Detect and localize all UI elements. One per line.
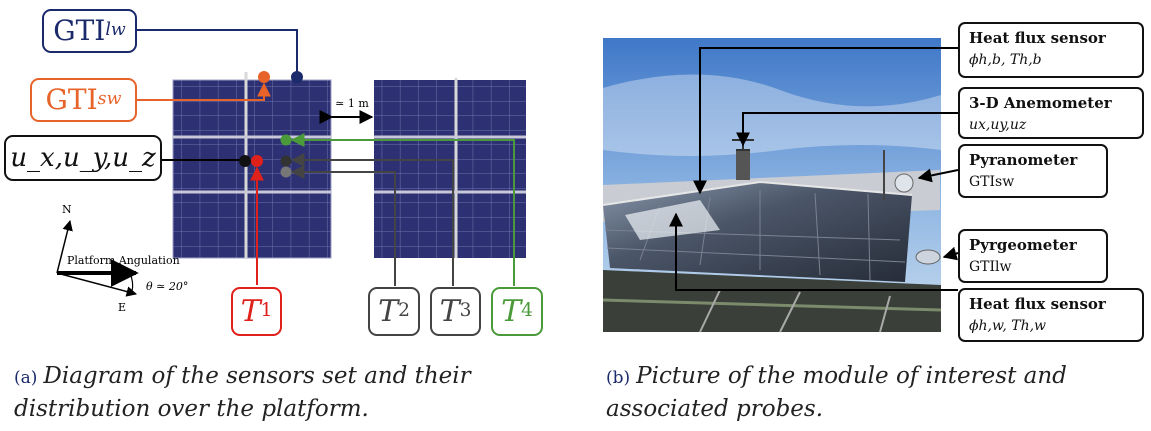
- pyranometer-arrow: [917, 168, 959, 183]
- gti-lw-sub: lw: [105, 20, 126, 41]
- u-components-text: u_x,u_y,u_z: [10, 143, 156, 173]
- heat-flux-b-title: Heat flux sensor: [969, 29, 1106, 47]
- t3-dot: [280, 155, 292, 167]
- platform-angulation-label: Platform Angulation: [67, 254, 180, 267]
- pyranometer-sub: GTIsw: [969, 174, 1015, 190]
- u-components-label: u_x,u_y,u_z: [4, 135, 162, 181]
- theta-label: θ ≃ 20°: [146, 280, 188, 293]
- u-dot: [239, 155, 251, 167]
- t3-connector: [290, 153, 454, 286]
- gti-lw-base: GTI: [53, 14, 106, 47]
- heat-flux-w-title: Heat flux sensor: [969, 295, 1106, 313]
- anemometer-title: 3-D Anemometer: [969, 94, 1112, 112]
- t2-dot: [280, 166, 292, 178]
- caption-b-tag: (b): [606, 368, 631, 388]
- heat-flux-b-box: Heat flux sensor ϕh,b, Th,b: [958, 22, 1144, 78]
- anemometer-box: 3-D Anemometer ux,uy,uz: [958, 87, 1144, 139]
- t3-sub: 3: [459, 300, 472, 322]
- gti-lw-connector: [137, 29, 298, 76]
- left-solar-panel: [172, 72, 332, 259]
- t2-connector: [290, 165, 396, 286]
- heat-flux-w-sub: ϕh,w, Th,w: [969, 318, 1047, 334]
- t3-base: T: [439, 293, 460, 329]
- caption-b: (b)Picture of the module of interest and…: [606, 361, 1151, 425]
- caption-b-line1: Picture of the module of interest and: [636, 363, 1067, 389]
- north-arrow: [56, 219, 73, 274]
- heat-flux-w-arrow: [669, 212, 958, 291]
- t1-dot: [251, 155, 263, 167]
- pyranometer-box: Pyranometer GTIsw: [958, 144, 1108, 198]
- caption-b-line2: associated probes.: [606, 396, 824, 422]
- t4-base: T: [501, 293, 522, 329]
- t2-sub: 2: [398, 300, 410, 322]
- caption-a-line2: distribution over the platform.: [14, 396, 369, 422]
- pyrgeometer-title: Pyrgeometer: [969, 236, 1077, 254]
- heat-flux-w-box: Heat flux sensor ϕh,w, Th,w: [958, 288, 1144, 342]
- pyrgeometer-box: Pyrgeometer GTIlw: [958, 229, 1108, 283]
- distance-label: ≃ 1 m: [335, 97, 369, 110]
- theta-arc: [129, 272, 134, 292]
- east-arrow: [56, 272, 138, 297]
- t1-sub: 1: [260, 300, 273, 322]
- t4-connector: [290, 133, 515, 286]
- gti-sw-base: GTI: [45, 83, 98, 116]
- t4-dot: [280, 134, 292, 146]
- gti-lw-dot: [291, 71, 303, 83]
- module-photo: [602, 38, 942, 333]
- heat-flux-b-sub: ϕh,b, Th,b: [969, 52, 1042, 68]
- gti-sw-sub: sw: [97, 89, 122, 110]
- right-solar-panel: [374, 78, 526, 258]
- caption-a-line1: Diagram of the sensors set and their: [43, 363, 471, 389]
- pyrgeometer-arrow: [942, 246, 959, 261]
- pyrgeometer-sub: GTIlw: [969, 259, 1012, 275]
- t4-sub: 4: [521, 300, 533, 322]
- heat-flux-b-arrow: [693, 47, 958, 195]
- t1-base: T: [240, 293, 261, 329]
- anemometer-sub: ux,uy,uz: [969, 117, 1027, 133]
- gti-sw-dot: [258, 71, 270, 83]
- pyranometer-title: Pyranometer: [969, 151, 1078, 169]
- t2-base: T: [378, 293, 399, 329]
- gti-sw-connector: [137, 82, 271, 101]
- caption-a: (a)Diagram of the sensors set and their …: [14, 361, 584, 425]
- caption-a-tag: (a): [14, 368, 38, 388]
- east-label: E: [118, 301, 126, 314]
- north-label: N: [62, 203, 72, 216]
- anemometer-arrow: [736, 112, 958, 147]
